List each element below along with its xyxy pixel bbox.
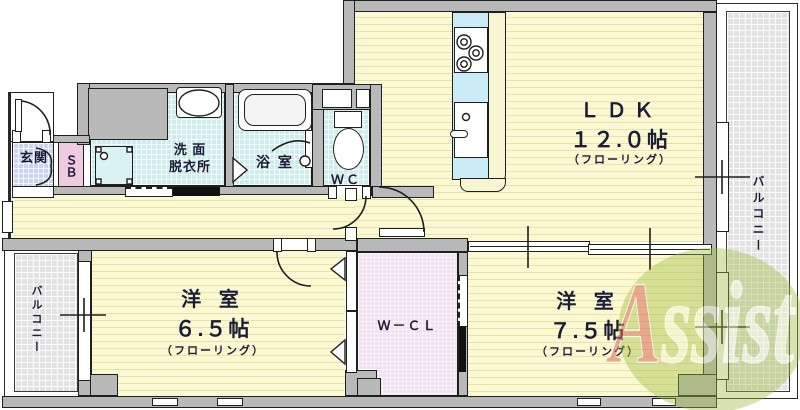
- vent-4: [652, 398, 676, 406]
- utility-gray-block: [88, 88, 168, 140]
- wall-ldk-top: [343, 0, 717, 12]
- wcl-right-door: [458, 275, 468, 327]
- wcl-left-door-lower: [346, 311, 357, 373]
- wall-wcl-top: [357, 238, 468, 252]
- washer-black-bar: [173, 187, 220, 196]
- wall-corridor-bottom: [2, 238, 357, 251]
- pillar-wcl-sw: [357, 378, 381, 396]
- bedroom2-name: 洋 室: [556, 291, 620, 313]
- corridor-floor: [12, 194, 355, 238]
- washer-pan: [95, 146, 133, 185]
- washroom-label-line1: 洗 面: [173, 142, 207, 157]
- wall-wc-right: [370, 84, 382, 196]
- washer-dashed-box: [125, 187, 173, 197]
- ldk-flooring: （フローリング）: [568, 154, 672, 166]
- wc-door-jamb-left: [328, 186, 337, 199]
- wcl-label: Ｗ－ＣＬ: [377, 318, 438, 333]
- bedroom2-flooring: （フローリング）: [536, 346, 640, 358]
- wall-ldk-left-upper: [343, 0, 355, 92]
- vent-3: [577, 398, 601, 406]
- pillar-bedroom1-sw: [90, 374, 118, 396]
- pillar-bedroom2-se: [678, 374, 717, 396]
- bedroom2-floor: [468, 252, 703, 396]
- toilet-bowl: [333, 128, 364, 170]
- wcl-right-door-black-bar: [459, 327, 466, 372]
- wall-corridor-ldk-stub: [372, 186, 434, 198]
- bedroom1-flooring: （フローリング）: [161, 345, 265, 357]
- entrance-door-jamb-right: [42, 130, 51, 143]
- bedroom2-balcony-window: [716, 272, 729, 380]
- faucet: [450, 130, 468, 138]
- balcony-right-label: バルコニー: [751, 175, 765, 255]
- stove: [454, 27, 488, 73]
- basin-counter: [176, 87, 222, 118]
- shoe-box-label: ＳＢ: [64, 154, 78, 178]
- balcony-left-deck: [14, 253, 78, 392]
- cabinet-above-wc-2: [356, 89, 370, 108]
- ldk-door-leaf: [379, 228, 425, 237]
- ldk-door-jamb-top: [345, 188, 357, 201]
- sliding-door-rail-2: [590, 249, 710, 250]
- bathroom-label: 浴 室: [256, 154, 294, 170]
- ldk-size: １２.０帖: [570, 129, 670, 152]
- sliding-door-rail-1: [470, 246, 588, 247]
- genkan-step: [12, 186, 54, 198]
- genkan-label: 玄関: [19, 150, 48, 165]
- cabinet-above-wc-1: [322, 89, 352, 108]
- wall-left-outer-line: [8, 92, 11, 238]
- wcl-left-door-upper: [346, 251, 357, 311]
- vent-2: [217, 398, 243, 406]
- bedroom1-door-gap: [282, 239, 307, 250]
- washroom-label-line2: 脱衣所: [168, 159, 211, 174]
- kitchen-counter-foot: [460, 178, 506, 192]
- wall-above-sb: [53, 135, 90, 143]
- bedroom1-size: ６.５帖: [174, 318, 252, 341]
- bathtub-inner: [244, 94, 306, 126]
- ldk-name: ＬＤＫ: [579, 100, 661, 122]
- balcony-left-label: バルコニー: [30, 284, 42, 355]
- ldk-door-jamb-bottom: [345, 227, 357, 241]
- corridor-left-window: [2, 201, 13, 233]
- toilet-tank: [334, 111, 362, 128]
- wall-bottom: [2, 396, 717, 408]
- bedroom1-door-jamb-left: [273, 238, 282, 252]
- toilet-label: ＷＣ: [330, 172, 361, 187]
- vent-1: [152, 398, 178, 406]
- wall-ldk-balcony: [703, 12, 717, 398]
- bedroom2-size: ７.５帖: [549, 320, 627, 343]
- bedroom1-balcony-window: [78, 261, 91, 381]
- bedroom1-door-jamb-right: [307, 238, 316, 252]
- bedroom1-name: 洋 室: [181, 289, 245, 311]
- wall-wash-bath: [225, 84, 234, 188]
- entrance-door-leaf: [15, 99, 22, 132]
